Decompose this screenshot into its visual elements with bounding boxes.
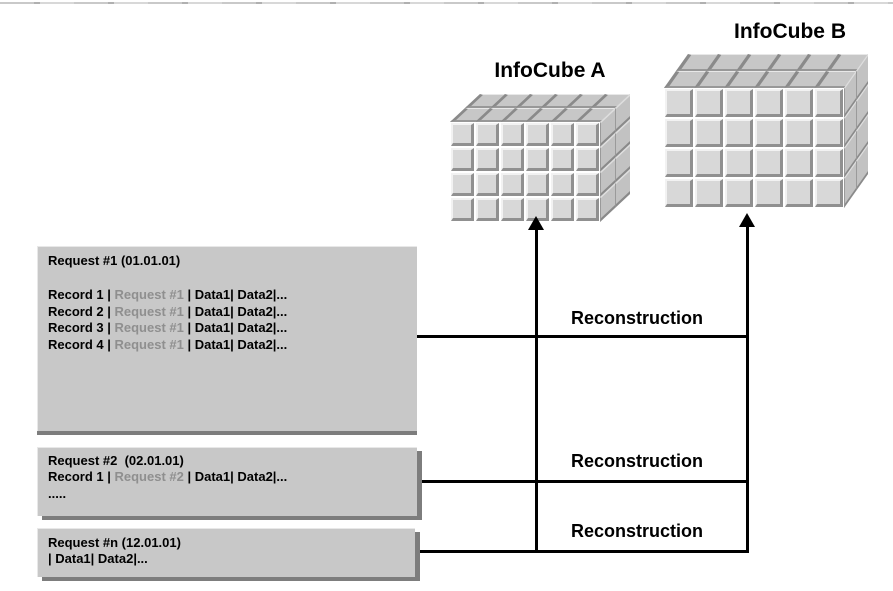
request-box-2-title: Request #2 (02.01.01) (48, 453, 184, 468)
request-box-1: Request #1 (01.01.01) Record 1 | Request… (37, 246, 417, 431)
connector-line-requestn (415, 550, 749, 553)
connector-line-request2 (416, 480, 749, 483)
cube-front-face (450, 122, 600, 222)
infocube-a-label: InfoCube A (494, 59, 606, 82)
connector-line-request1 (416, 335, 749, 338)
record-line: Record 3 | Request #1 | Data1| Data2|... (48, 320, 288, 335)
infocube-b-label: InfoCube B (734, 20, 846, 43)
cube-top-row (465, 94, 630, 108)
cube-top-row (450, 108, 615, 122)
up-arrow-icon (739, 213, 755, 227)
connector-line-to-cube-a (535, 228, 538, 553)
connector-line-to-cube-b (746, 227, 749, 553)
request-box-n-records: | Data1| Data2|... (48, 551, 405, 568)
cube-side-column (600, 108, 615, 222)
request-box-n: Request #n (12.01.01) | Data1| Data2|... (37, 528, 415, 577)
reconstruction-label-2: Reconstruction (570, 451, 703, 471)
request-box-n-title: Request #n (12.01.01) (48, 535, 181, 550)
request-box-2-records: Record 1 | Request #2 | Data1| Data2|...… (48, 469, 407, 502)
cube-front-face (664, 88, 844, 208)
reconstruction-label-3: Reconstruction (570, 521, 703, 541)
record-line: ..... (48, 485, 67, 501)
record-line: Record 1 | Request #1 | Data1| Data2|... (48, 287, 288, 302)
cube-side-column (615, 94, 630, 208)
reconstruction-label-1: Reconstruction (570, 308, 703, 328)
cube-top-row (664, 71, 856, 88)
cube-side-column (856, 54, 868, 191)
cube-top-row (676, 54, 868, 71)
request-box-2: Request #2 (02.01.01) Record 1 | Request… (37, 447, 417, 516)
top-divider (0, 2, 893, 4)
cube-side-column (844, 71, 856, 208)
record-line: Record 1 | Request #2 | Data1| Data2|... (48, 469, 288, 484)
record-line: Record 4 | Request #1 | Data1| Data2|... (48, 336, 288, 352)
record-line: | Data1| Data2|... (48, 551, 148, 566)
up-arrow-icon (528, 216, 544, 230)
record-line: Record 2 | Request #1 | Data1| Data2|... (48, 303, 288, 319)
request-box-1-records: Record 1 | Request #1 | Data1| Data2|...… (48, 287, 407, 353)
request-box-1-title: Request #1 (01.01.01) (48, 253, 181, 268)
